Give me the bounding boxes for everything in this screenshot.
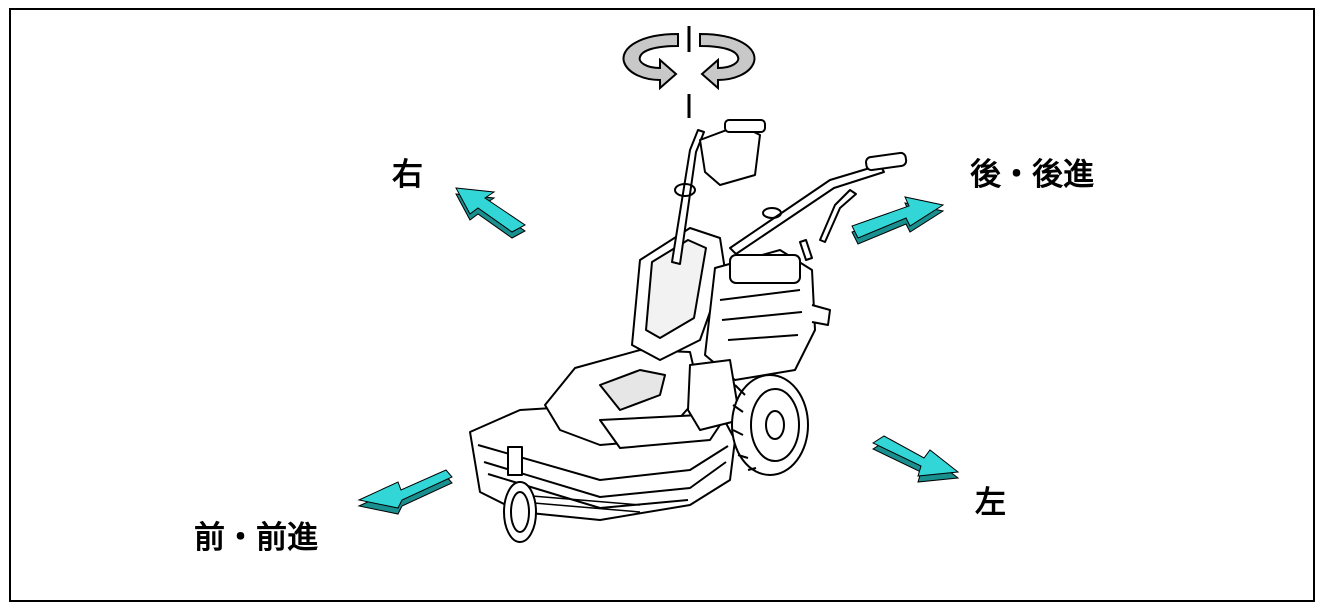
direction-label-front: 前・前進 — [194, 520, 318, 556]
arrow-front-icon — [357, 469, 453, 515]
direction-label-rear: 後・後進 — [970, 157, 1094, 193]
walk-behind-mower-illustration — [469, 119, 908, 543]
rotation-arrows-icon — [622, 26, 756, 118]
arrow-rear-icon — [851, 196, 945, 245]
arrow-right-icon — [455, 187, 526, 239]
arrow-left-icon — [871, 435, 960, 483]
direction-label-right: 右 — [392, 157, 423, 193]
direction-label-left: 左 — [975, 485, 1006, 521]
